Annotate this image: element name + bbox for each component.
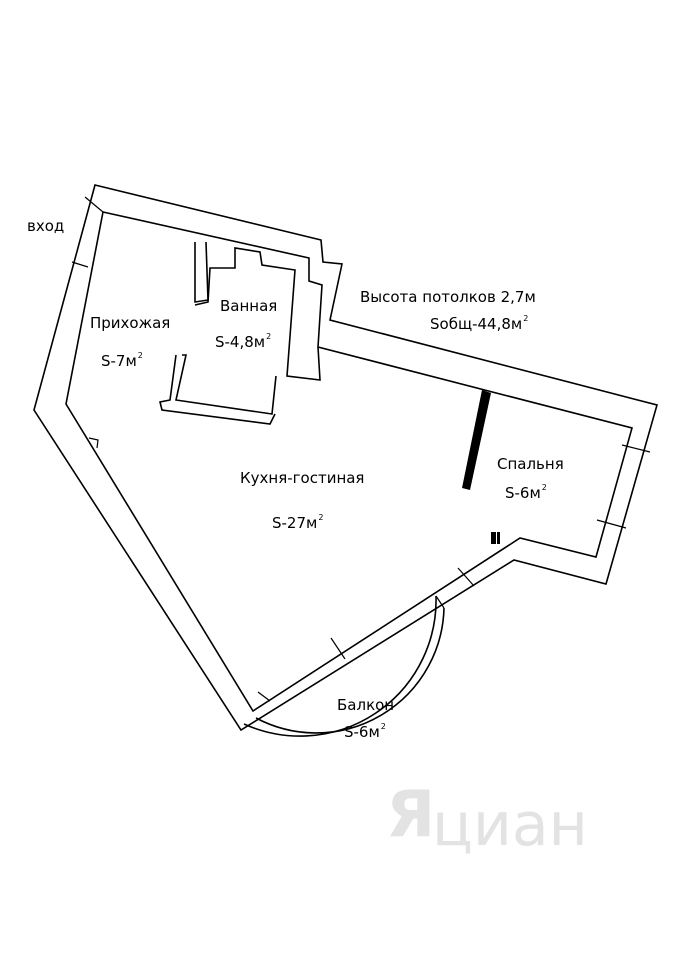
bedroom-area-value: S-6м [505, 484, 541, 502]
bedroom-door-jamb [491, 532, 500, 544]
kitchen-name: Кухня-гостиная [240, 469, 365, 487]
bathroom-walls [159, 247, 321, 425]
ceiling-height-label: Высота потолков 2,7м [360, 288, 536, 306]
balcony-name: Балкон [337, 696, 395, 714]
unit-power: 2 [523, 314, 529, 323]
balcony-area: S-6м2 [344, 723, 386, 740]
hallway-area-value: S-7м [101, 352, 137, 370]
bedroom-partition [462, 390, 491, 490]
outer-wall [33, 184, 658, 732]
watermark-brand: циан [432, 790, 588, 860]
hallway-area: S-7м2 [101, 352, 143, 369]
unit-power: 2 [380, 722, 386, 731]
living-windows [257, 567, 475, 702]
bedroom-area: S-6м2 [505, 484, 547, 501]
unit-power: 2 [541, 483, 547, 492]
unit-power: 2 [318, 513, 324, 522]
hallway-name: Прихожая [90, 314, 171, 332]
inner-wall [65, 211, 633, 713]
bathroom-name: Ванная [220, 297, 278, 315]
wall-notch [88, 437, 99, 449]
balcony-area-value: S-6м [344, 723, 380, 741]
entrance-door [71, 196, 104, 268]
total-area-value: Sобщ-44,8м [430, 315, 523, 333]
bedroom-window [596, 444, 651, 529]
unit-power: 2 [137, 351, 143, 360]
kitchen-area-value: S-27м [272, 514, 318, 532]
total-area-label: Sобщ-44,8м2 [430, 315, 528, 332]
kitchen-area: S-27м2 [272, 514, 323, 531]
bedroom-name: Спальня [497, 455, 564, 473]
bathroom-area: S-4,8м2 [215, 333, 271, 350]
bathroom-area-value: S-4,8м [215, 333, 266, 351]
watermark-logo: Я [386, 778, 436, 852]
balcony [243, 595, 445, 737]
entrance-label: вход [27, 217, 65, 235]
hallway-partition [194, 241, 209, 303]
unit-power: 2 [266, 332, 272, 341]
